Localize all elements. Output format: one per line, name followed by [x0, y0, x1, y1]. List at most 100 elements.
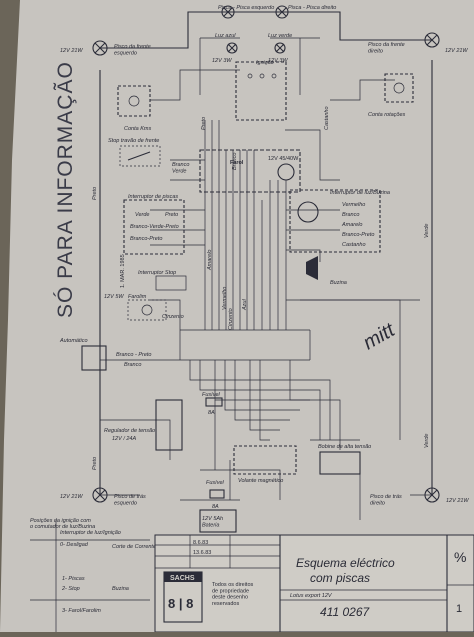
label-piscas-wire-2: Branco-Verde-Preto	[130, 224, 179, 230]
title-line-2: com piscas	[310, 571, 370, 585]
label-conta-rotacoes: Conta rotações	[368, 112, 406, 118]
label-piscas-wire-1: Preto	[165, 212, 178, 218]
fuse-lower	[209, 489, 225, 499]
wire-label-branco-top: Branco	[232, 153, 238, 170]
company-name: SACHS	[170, 575, 195, 582]
watermark-date: 1. MAR. 1985	[120, 254, 126, 288]
label-luz-wire-0: Vermelho	[342, 202, 365, 208]
fuse-upper	[205, 397, 223, 407]
label-luz-wire-3: Branco-Preto	[342, 232, 374, 238]
headlight-box	[199, 149, 301, 193]
wire-label-preto-left-low: Preto	[92, 457, 98, 470]
label-piscas-wire-0: Verde	[135, 212, 149, 218]
tachometer-lamp-box	[384, 73, 414, 103]
label-spec-21w-fr: 12V 21W	[445, 48, 468, 54]
turn-signal-switch	[123, 199, 185, 255]
label-spec-21w-rl: 12V 21W	[60, 494, 83, 500]
wire-label-cinzento: Cinzento	[228, 308, 234, 330]
label-automatico: Automático	[59, 338, 88, 344]
label-volante: Volante magnético	[238, 478, 283, 484]
sheet-number: 1	[456, 603, 462, 615]
drawing-number: 411 0267	[320, 605, 370, 619]
label-luz-wire-2: Amarelo	[341, 222, 362, 228]
wire-label-azul: Azul	[242, 299, 248, 311]
legend-line-1: Posições da ignição com	[30, 518, 91, 524]
bulb-luz-azul	[226, 42, 238, 54]
label-interruptor-stop: Interruptor Stop	[138, 270, 176, 276]
wires	[99, 11, 433, 520]
tail-light	[127, 299, 167, 321]
label-fusivel-bottom: Fusível	[206, 480, 225, 486]
legend: Posições da ignição com o comutador de l…	[30, 518, 156, 632]
company-logo: 8 | 8	[168, 596, 193, 611]
wire-label-castanho: Castanho	[324, 106, 330, 130]
label-luz-wire-1: Branco	[342, 212, 359, 218]
label-stop-travao: Stop travão de frente	[108, 138, 159, 144]
legend-line-2: o comutador de luz/Buzina	[30, 524, 95, 530]
bulb-luz-verde	[274, 42, 286, 54]
wire-label-preto-top: Preto	[201, 117, 207, 130]
ignition-coil	[319, 451, 361, 475]
rear-brake-switch	[155, 275, 187, 291]
bulb-turn-rear-left	[92, 487, 108, 503]
label-fusivel-top-spec: 8A	[208, 410, 215, 416]
title-subtitle: Lotus export 12V	[290, 593, 333, 599]
label-regulador-spec: 12V / 24A	[112, 436, 136, 442]
label-fusivel-top: Fusível	[202, 392, 221, 398]
bulb-turn-rear-right	[424, 487, 440, 503]
legend-line-7: 2- Stop	[61, 586, 80, 592]
front-brake-switch	[119, 145, 161, 167]
title-corner: %	[454, 549, 466, 565]
ignition-switch	[235, 61, 287, 121]
wire-label-preto-left: Preto	[92, 187, 98, 200]
title-date-1: 8.6.83	[193, 540, 208, 546]
legend-line-6: 1- Piscas	[62, 576, 85, 582]
label-spec-3w-b: 12V 3W	[268, 58, 288, 64]
label-spec-21w-rr: 12V 21W	[446, 498, 469, 504]
label-pisca-esquerdo: Pisca - Pisca esquerdo	[218, 5, 274, 11]
label-interruptor-piscas: Interruptor de piscas	[128, 194, 178, 200]
light-horn-switch	[289, 189, 381, 253]
bulb-turn-front-right	[424, 32, 440, 48]
label-buzina: Buzina	[330, 280, 347, 286]
horn	[306, 256, 318, 280]
label-piscas-wire-3: Branco-Preto	[130, 236, 162, 242]
label-bobine: Bobine de alta tensão	[318, 444, 371, 450]
label-luz-wire-4: Castanho	[342, 242, 366, 248]
legend-line-8: Buzina	[112, 586, 129, 592]
voltage-regulator	[155, 399, 183, 451]
watermark-text: SÓ PARA INFORMAÇÃO	[53, 61, 77, 318]
wire-label-verde-right: Verde	[424, 224, 430, 238]
speedometer-lamp-box	[117, 85, 151, 117]
label-regulador: Regulador de tensão	[104, 428, 155, 434]
legend-line-4: 0- Desligad	[60, 542, 89, 548]
label-fusivel-bottom-spec: 8A	[212, 504, 219, 510]
title-block: 8.6.83 13.6.83 SACHS 8 | 8 Todos os dire…	[154, 534, 474, 633]
battery	[199, 509, 237, 533]
label-ignicao: Ignição	[256, 60, 274, 66]
automatic-relay	[81, 345, 107, 371]
magneto	[233, 445, 297, 475]
legend-line-5: Corte de Corrente	[112, 544, 156, 550]
wire-label-verde-right-low: Verde	[424, 434, 430, 448]
title-date-2: 13.6.83	[193, 550, 211, 556]
label-farolim: Farolim	[128, 294, 147, 300]
wire-label-vermelho: Vermelho	[222, 287, 228, 310]
label-farol-spec: 12V 45/40W	[268, 156, 299, 162]
label-spec-21w-fl: 12V 21W	[60, 48, 83, 54]
label-conta-kms: Conta Kms	[124, 126, 151, 132]
label-branco-preto: Branco - Preto	[116, 352, 151, 358]
bulb-pisca-esquerdo	[221, 5, 235, 19]
label-spec-5w: 12V 5W	[104, 294, 124, 300]
label-cinzento: Cinzento	[162, 314, 184, 320]
title-line-1: Esquema eléctrico	[296, 556, 395, 570]
legend-line-3: Interruptor de luz/Ignição	[60, 530, 121, 536]
bulb-pisca-direito	[275, 5, 289, 19]
